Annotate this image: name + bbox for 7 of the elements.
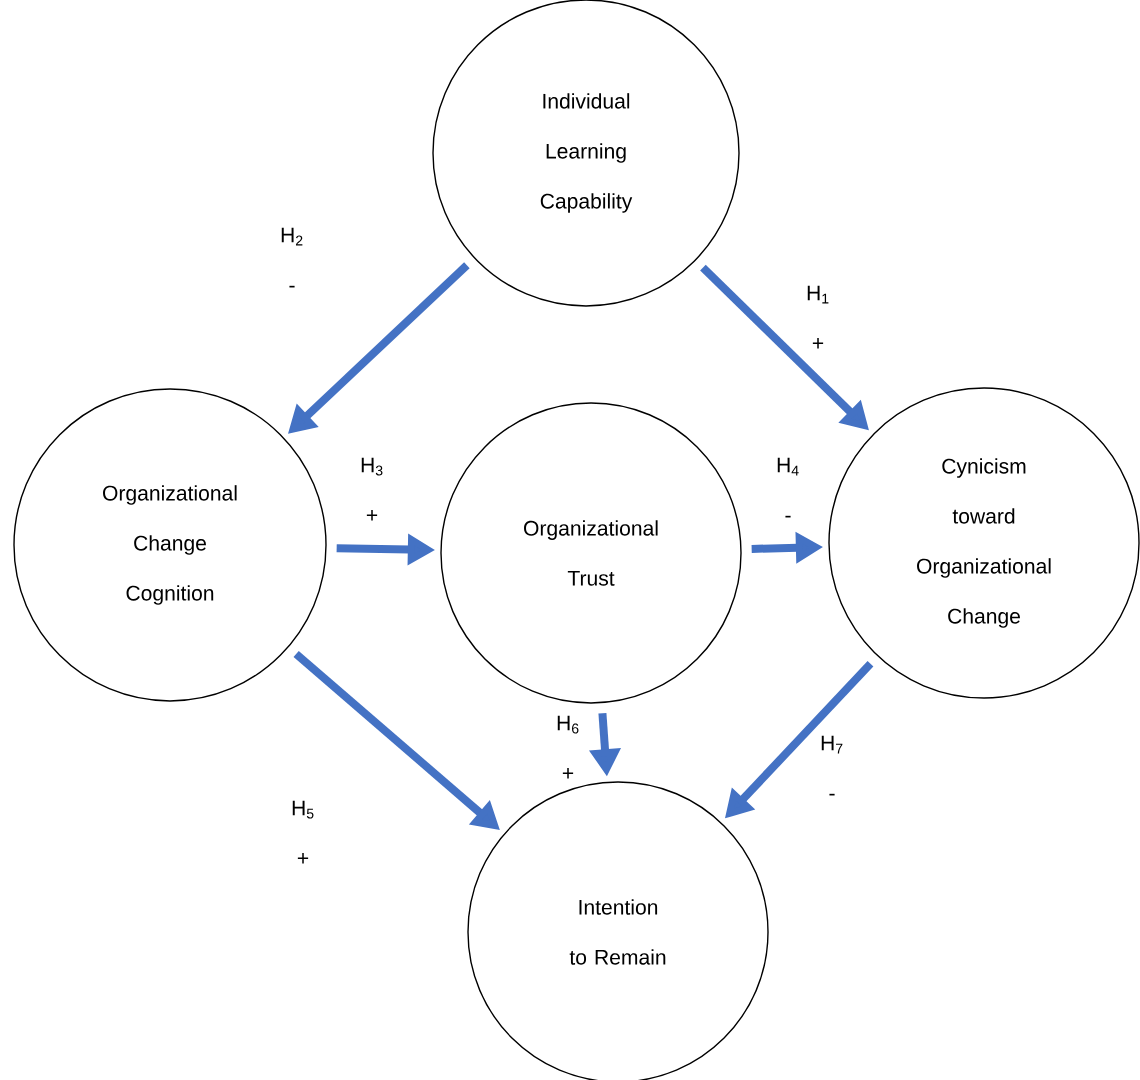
hypothesis-label: H$_{4}$ - <box>777 457 799 518</box>
hypothesis-label: H$_{6}$ + <box>557 715 579 779</box>
hypothesis-label: H$_{3}$ + <box>361 457 383 521</box>
hypothesis-label: H$_{7}$ - <box>821 735 843 796</box>
hypothesis-label: H$_{2}$ - <box>281 227 303 288</box>
hypothesis-label: H$_{1}$ + <box>807 285 829 349</box>
hypothesis-label: H$_{5}$ + <box>292 800 314 864</box>
